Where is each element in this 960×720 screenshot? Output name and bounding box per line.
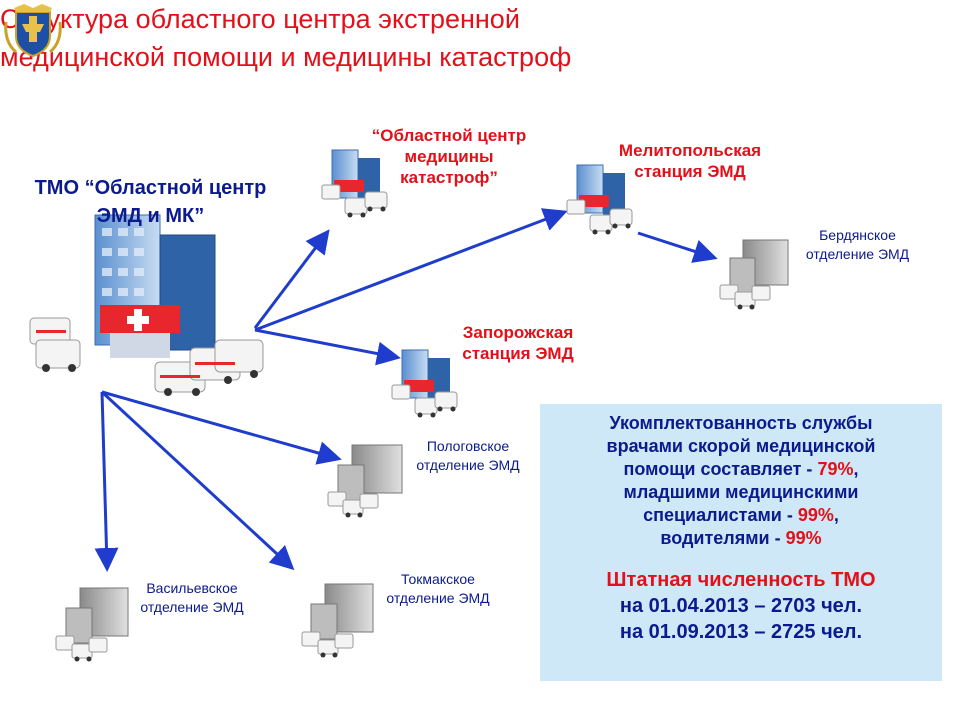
branch-building-icon <box>301 583 374 658</box>
ambulance-station-icon <box>321 149 388 218</box>
berdyansk-branch-label: Бердянское отделение ЭМД <box>795 226 920 264</box>
tokmak-line-1: Токмакское <box>401 571 475 587</box>
berdyansk-line-2: отделение ЭМД <box>805 246 910 262</box>
arrow-to-melitopol <box>254 208 568 332</box>
info-line-6: водителями - 99% <box>540 527 942 550</box>
hospital-building-icon <box>29 214 264 396</box>
info-line-3-text: помощи составляет - <box>623 459 818 479</box>
info-line-5-text: специалистами - <box>643 505 798 525</box>
melitopol-station-label: Мелитопольская станция ЭМД <box>605 140 775 182</box>
disaster-center-line-1: “Областной центр <box>371 126 527 145</box>
title-line-1: Структура областного центра экстренной <box>0 4 520 34</box>
coat-of-arms-icon <box>4 4 62 58</box>
staff-count-date-2: на 01.09.2013 – 2725 чел. <box>619 621 863 643</box>
arrow-to-disaster-center <box>253 229 330 329</box>
info-line-5: специалистами - 99%, <box>540 504 942 527</box>
main-node-line-2: ЭМД и МК” <box>96 205 205 227</box>
arrow-to-pology <box>101 390 342 465</box>
staffing-info-box: Укомплектованность службы врачами скорой… <box>540 404 942 681</box>
branch-building-icon <box>719 239 789 310</box>
ambulance-station-icon <box>566 164 633 235</box>
arrow-to-tokmak <box>100 390 295 571</box>
vasilyevka-branch-label: Васильевское отделение ЭМД <box>128 579 256 617</box>
info-line-5-comma: , <box>833 505 839 525</box>
arrow-melitopol-to-berdyansk <box>637 231 718 263</box>
info-line-3: помощи составляет - 79%, <box>540 458 942 481</box>
pology-line-2: отделение ЭМД <box>416 457 520 473</box>
vasilyevka-line-2: отделение ЭМД <box>140 599 244 615</box>
info-line-2: врачами скорой медицинской <box>606 436 876 456</box>
disaster-center-line-2: медицины <box>404 147 494 166</box>
berdyansk-line-1: Бердянское <box>819 227 896 243</box>
info-line-3-comma: , <box>853 459 859 479</box>
zaporozhye-station-label: Запорожская станция ЭМД <box>448 322 588 364</box>
melitopol-line-2: станция ЭМД <box>634 162 746 181</box>
branch-building-icon <box>55 587 129 662</box>
info-line-4: младшими медицинскими <box>623 482 859 502</box>
vasilyevka-line-1: Васильевское <box>146 580 238 596</box>
zaporozhye-line-1: Запорожская <box>462 323 574 342</box>
pology-line-1: Пологовское <box>426 438 510 454</box>
pology-branch-label: Пологовское отделение ЭМД <box>404 437 532 475</box>
branch-building-icon <box>327 444 403 518</box>
title-line-2: медицинской помощи и медицины катастроф <box>0 42 572 72</box>
disaster-center-line-3: катастроф” <box>400 168 498 187</box>
main-node-line-1: ТМО “Областной центр <box>34 177 267 199</box>
disaster-center-label: “Областной центр медицины катастроф” <box>358 125 540 188</box>
ambulance-station-icon <box>391 349 458 418</box>
drivers-percent: 99% <box>785 528 822 548</box>
info-line-6-text: водителями - <box>660 528 786 548</box>
arrow-to-vasilyevka <box>94 391 119 572</box>
arrow-to-zaporozhye <box>254 328 401 366</box>
tokmak-branch-label: Токмакское отделение ЭМД <box>372 570 504 608</box>
main-node-label: ТМО “Областной центр ЭМД и МК” <box>8 174 293 230</box>
junior-specialists-percent: 99% <box>797 505 834 525</box>
staff-count-title: Штатная численность ТМО <box>606 569 876 591</box>
melitopol-line-1: Мелитопольская <box>618 141 762 160</box>
page-title: Структура областного центра экстренной м… <box>0 0 760 76</box>
doctors-percent: 79% <box>817 459 854 479</box>
zaporozhye-line-2: станция ЭМД <box>462 344 574 363</box>
staff-count-date-1: на 01.04.2013 – 2703 чел. <box>619 595 863 617</box>
info-line-1: Укомплектованность службы <box>609 413 873 433</box>
tokmak-line-2: отделение ЭМД <box>386 590 490 606</box>
